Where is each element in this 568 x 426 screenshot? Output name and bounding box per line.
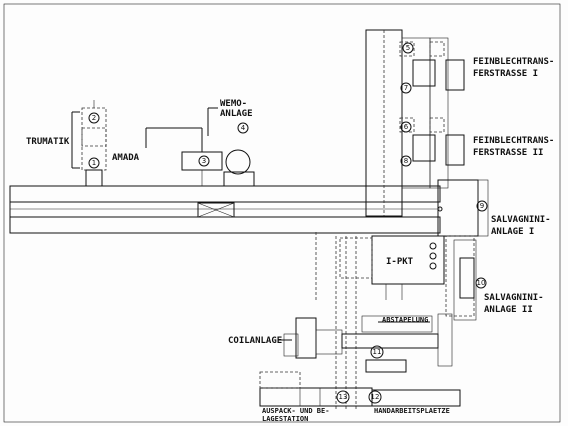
- station-4-number: 4: [241, 124, 246, 132]
- feinblech1-unit-b: [445, 59, 465, 91]
- label-ipkt: I-PKT: [386, 257, 414, 267]
- station-2-number: 2: [92, 114, 96, 122]
- label-feinblech2-2: FERSTRASSE II: [473, 148, 543, 158]
- station-7-number: 7: [404, 84, 408, 92]
- transfer-carriage: [197, 202, 235, 218]
- station-10-number: 10: [477, 279, 486, 287]
- feinblech2-unit-b: [445, 134, 465, 166]
- station-5-marker: 5: [402, 42, 414, 54]
- label-auspack-1: AUSPACK- UND BE-: [262, 407, 329, 415]
- station-10-marker: 10: [475, 277, 487, 289]
- label-wemo-2: ANLAGE: [220, 109, 253, 119]
- label-auspack-2: LAGESTATION: [262, 415, 308, 423]
- feinblech1-unit-a: [412, 59, 436, 87]
- station-6-number: 6: [404, 123, 409, 131]
- label-salvagnini2-2: ANLAGE II: [484, 305, 533, 315]
- label-amada: AMADA: [112, 153, 140, 163]
- label-feinblech1-2: FERSTRASSE I: [473, 69, 538, 79]
- station-8-marker: 8: [400, 155, 412, 167]
- label-feinblech2-1: FEINBLECHTRANS-: [473, 136, 554, 146]
- coil-area: [278, 313, 453, 373]
- station-13-marker: 13: [336, 390, 350, 404]
- label-salvagnini1-2: ANLAGE I: [491, 227, 534, 237]
- station-12-marker: 12: [368, 390, 382, 404]
- station-11-marker: 11: [370, 345, 384, 359]
- station-1-number: 1: [92, 159, 96, 167]
- label-salvagnini1-1: SALVAGNINI-: [491, 215, 551, 225]
- vertical-transfer-line: [365, 29, 465, 217]
- wemo-machine: [223, 149, 255, 187]
- station-13-number: 13: [339, 393, 348, 401]
- label-feinblech1-1: FEINBLECHTRANS-: [473, 57, 554, 67]
- label-trumatik: TRUMATIK: [26, 137, 70, 147]
- station-3-number: 3: [202, 157, 206, 165]
- label-handarbeit: HANDARBEITSPLAETZE: [374, 407, 450, 415]
- station-12-number: 12: [371, 393, 380, 401]
- label-abstapelung: ABSTAPELUNG: [382, 316, 428, 324]
- station-6-marker: 6: [400, 121, 412, 133]
- station-9-number: 9: [480, 202, 484, 210]
- station-1-marker: 1: [88, 157, 100, 169]
- station-4-marker: 4: [237, 122, 249, 134]
- station-8-number: 8: [404, 157, 408, 165]
- main-conveyor: [9, 185, 443, 234]
- station-5-number: 5: [406, 44, 410, 52]
- station-9-marker: 9: [476, 200, 488, 212]
- feinblech2-unit-a: [412, 134, 436, 162]
- trumatik-machine: [81, 100, 107, 187]
- station-7-marker: 7: [400, 82, 412, 94]
- bottom-stations: [259, 371, 461, 407]
- station-11-number: 11: [373, 348, 382, 356]
- label-coilanlage: COILANLAGE: [228, 336, 282, 346]
- station-2-marker: 2: [88, 112, 100, 124]
- salvagnini-area: [437, 179, 489, 321]
- station-3-marker: 3: [198, 155, 210, 167]
- label-salvagnini2-1: SALVAGNINI-: [484, 293, 544, 303]
- label-wemo-1: WEMO-: [220, 99, 247, 109]
- drawing-frame: [3, 3, 561, 423]
